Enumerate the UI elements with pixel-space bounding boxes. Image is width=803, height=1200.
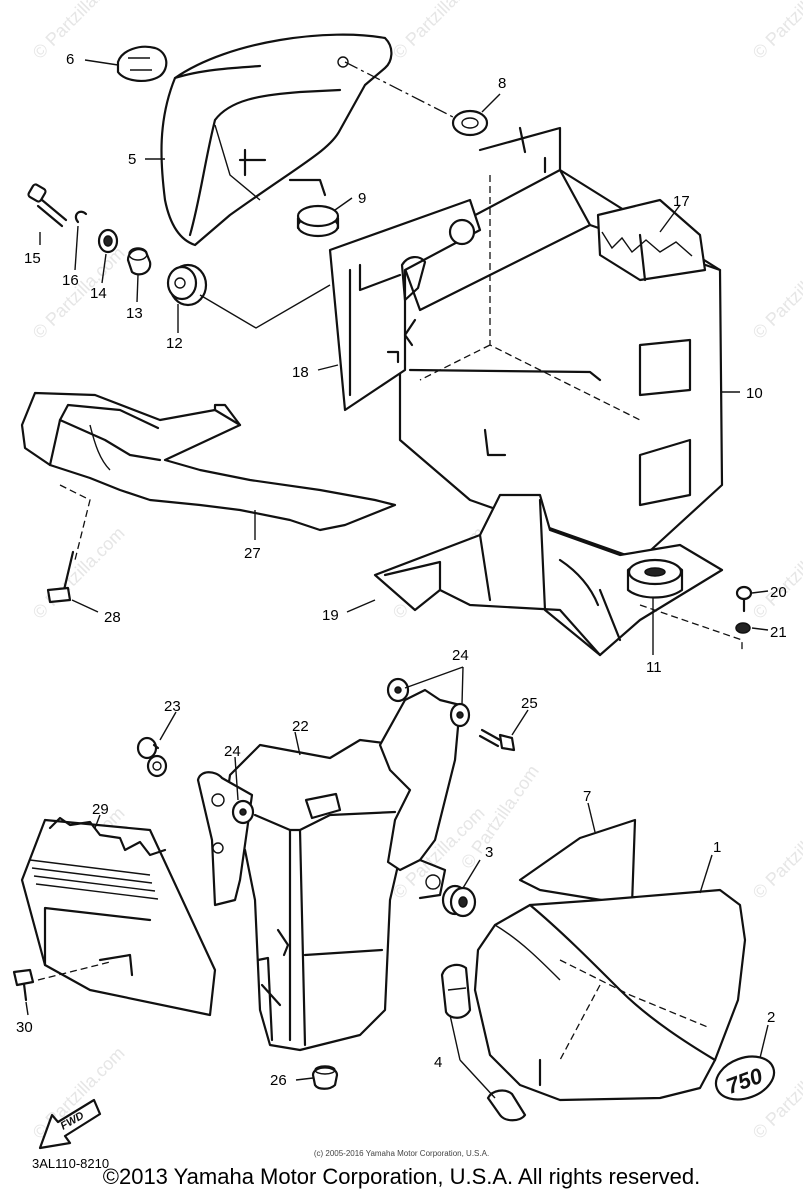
part-26-grommet: [311, 1065, 339, 1090]
part-23-bolt: [136, 736, 168, 778]
callout-9: 9: [358, 190, 366, 207]
callout-25: 25: [521, 695, 538, 712]
part-15-bolt: [27, 183, 68, 228]
watermark: © Partzilla.com: [389, 0, 489, 63]
part-21-nut: [735, 622, 751, 634]
watermark: © Partzilla.com: [29, 243, 129, 343]
watermark: © Partzilla.com: [749, 243, 803, 343]
part-4-damper: [440, 963, 527, 1122]
part-29-cover: [20, 816, 217, 1017]
callout-10: 10: [746, 385, 763, 402]
callout-21: 21: [770, 624, 787, 641]
callout-24: 24: [452, 647, 469, 664]
part-17-pad: [596, 198, 707, 282]
callout-27: 27: [244, 545, 261, 562]
callout-6: 6: [66, 51, 74, 68]
part-12-grommet: [166, 263, 208, 307]
part-6-grommet: [116, 45, 168, 82]
part-5-side-cover: [160, 33, 393, 247]
part-2-badge: 750: [714, 1055, 776, 1101]
part-3-grommet: [441, 884, 477, 918]
leader-line: [37, 961, 111, 981]
part-25-bolt: [478, 728, 516, 752]
part-28-bolt: [46, 550, 75, 604]
part-24-grommet: [231, 677, 471, 825]
callout-22: 22: [292, 718, 309, 735]
part-8-grommet: [451, 109, 489, 137]
leader-line: [639, 604, 743, 652]
part-14-washer: [97, 228, 119, 254]
part-27-panel: [20, 391, 397, 532]
callout-17: 17: [673, 193, 690, 210]
watermark: © Partzilla.com: [29, 0, 129, 63]
callout-26: 26: [270, 1072, 287, 1089]
callout-20: 20: [770, 584, 787, 601]
part-9-damper: [296, 204, 340, 238]
callout-4: 4: [434, 1054, 442, 1071]
leader-line: [59, 484, 91, 561]
leader-line: [199, 284, 331, 329]
part-22-box: [223, 738, 427, 1052]
leader-line: [344, 61, 456, 119]
callout-29: 29: [92, 801, 109, 818]
part-1-side-cover: [473, 888, 747, 1102]
watermark: © Partzilla.com: [749, 523, 803, 623]
callout-16: 16: [62, 272, 79, 289]
callout-23: 23: [164, 698, 181, 715]
callout-14: 14: [90, 285, 107, 302]
callout-28: 28: [104, 609, 121, 626]
part-20-screw: [735, 585, 753, 613]
callout-numbers: 6 5 8 9 15 16 14 13 12 17 18 10 19 11 20…: [16, 51, 787, 1089]
part-30-bolt: [12, 968, 35, 1002]
callout-3: 3: [485, 844, 493, 861]
watermark: © Partzilla.com: [29, 523, 129, 623]
callout-24: 24: [224, 743, 241, 760]
callout-2: 2: [767, 1009, 775, 1026]
callout-5: 5: [128, 151, 136, 168]
part-19-tray: [373, 493, 724, 657]
callout-19: 19: [322, 607, 339, 624]
callout-13: 13: [126, 305, 143, 322]
part-16-washer: [74, 210, 88, 224]
copyright-notice: ©2013 Yamaha Motor Corporation, U.S.A. A…: [102, 1164, 701, 1189]
callout-30: 30: [16, 1019, 33, 1036]
part-13-collar: [126, 247, 152, 276]
fwd-arrow-icon: FWD: [38, 1098, 102, 1150]
part-7-pad: [518, 818, 637, 907]
callout-12: 12: [166, 335, 183, 352]
watermark: © Partzilla.com: [749, 803, 803, 903]
diagram-code: 3AL110-8210: [32, 1156, 109, 1171]
callout-8: 8: [498, 75, 506, 92]
callout-11: 11: [646, 659, 662, 676]
callout-1: 1: [713, 839, 721, 856]
part-18-bracket: [328, 198, 482, 412]
callout-18: 18: [292, 364, 309, 381]
part-11-grommet: [626, 558, 684, 599]
watermark: © Partzilla.com: [749, 0, 803, 63]
callout-15: 15: [24, 250, 41, 267]
small-copyright: (c) 2005-2016 Yamaha Motor Corporation, …: [313, 1149, 490, 1158]
callout-7: 7: [583, 788, 591, 805]
callout-leaders: [25, 59, 769, 1099]
